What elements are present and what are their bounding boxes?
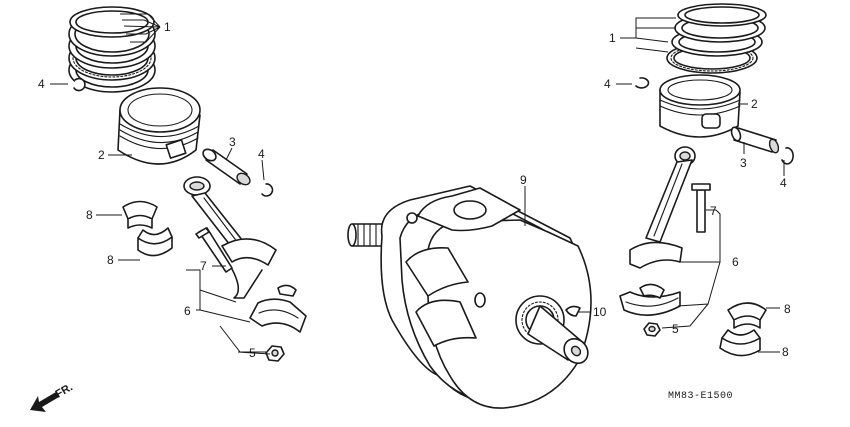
callout-labels: 1 4 2 3 4 8 8 7 6 5 9 10 1 4 2 3 4 7 6 5…: [38, 20, 791, 360]
right-piston-pin: [730, 126, 780, 154]
callout-right-nut: 5: [672, 322, 679, 336]
callout-key: 10: [593, 305, 607, 319]
callout-right-ring: 1: [609, 31, 616, 45]
callout-right-piston: 2: [751, 97, 758, 111]
leader-lines: [50, 13, 785, 355]
left-rod-bolt: [195, 227, 233, 273]
right-piston-pin-clip-a: [635, 77, 650, 89]
callout-right-clip-a: 4: [604, 77, 611, 91]
callout-left-clip-b: 4: [258, 147, 265, 161]
callout-right-rod: 6: [732, 255, 739, 269]
right-rod-cap: [619, 283, 681, 316]
crankshaft: [347, 185, 592, 409]
callout-right-pin: 3: [740, 156, 747, 170]
left-piston-pin-clip-a: [73, 77, 86, 92]
right-connecting-rod: [629, 146, 696, 269]
callout-left-pin: 3: [229, 135, 236, 149]
left-bearing-lower: [137, 227, 173, 257]
left-piston: [117, 87, 201, 165]
callout-crank: 9: [520, 173, 527, 187]
callout-left-rod: 6: [184, 304, 191, 318]
callout-right-bearing-b: 8: [782, 345, 789, 359]
callout-left-clip-a: 4: [38, 77, 45, 91]
callout-left-ring: 1: [164, 20, 171, 34]
callout-left-nut: 5: [249, 346, 256, 360]
left-piston-rings: [68, 6, 156, 93]
right-rod-bolt: [691, 183, 711, 233]
right-piston: [659, 74, 741, 138]
front-direction-label: FR.: [54, 381, 75, 400]
left-bearing-upper: [122, 200, 158, 229]
callout-left-bearing-a: 8: [86, 208, 93, 222]
callout-right-bolt: 7: [710, 204, 717, 218]
callout-left-bolt: 7: [200, 259, 207, 273]
callout-left-piston: 2: [98, 148, 105, 162]
callout-right-bearing-a: 8: [784, 302, 791, 316]
left-rod-cap: [249, 284, 307, 333]
diagram-code: MM83-E1500: [668, 391, 733, 402]
right-piston-rings: [666, 3, 767, 74]
left-piston-pin: [202, 148, 251, 186]
callout-right-clip-b: 4: [780, 176, 787, 190]
right-bearing-upper: [727, 302, 767, 329]
front-arrow-icon: [30, 392, 59, 412]
right-bearing-lower: [719, 329, 761, 357]
callout-left-bearing-b: 8: [107, 253, 114, 267]
left-piston-pin-clip-b: [261, 183, 274, 197]
front-direction-indicator: FR.: [30, 381, 75, 412]
right-rod-nut: [643, 322, 661, 337]
left-rod-nut: [265, 345, 285, 362]
